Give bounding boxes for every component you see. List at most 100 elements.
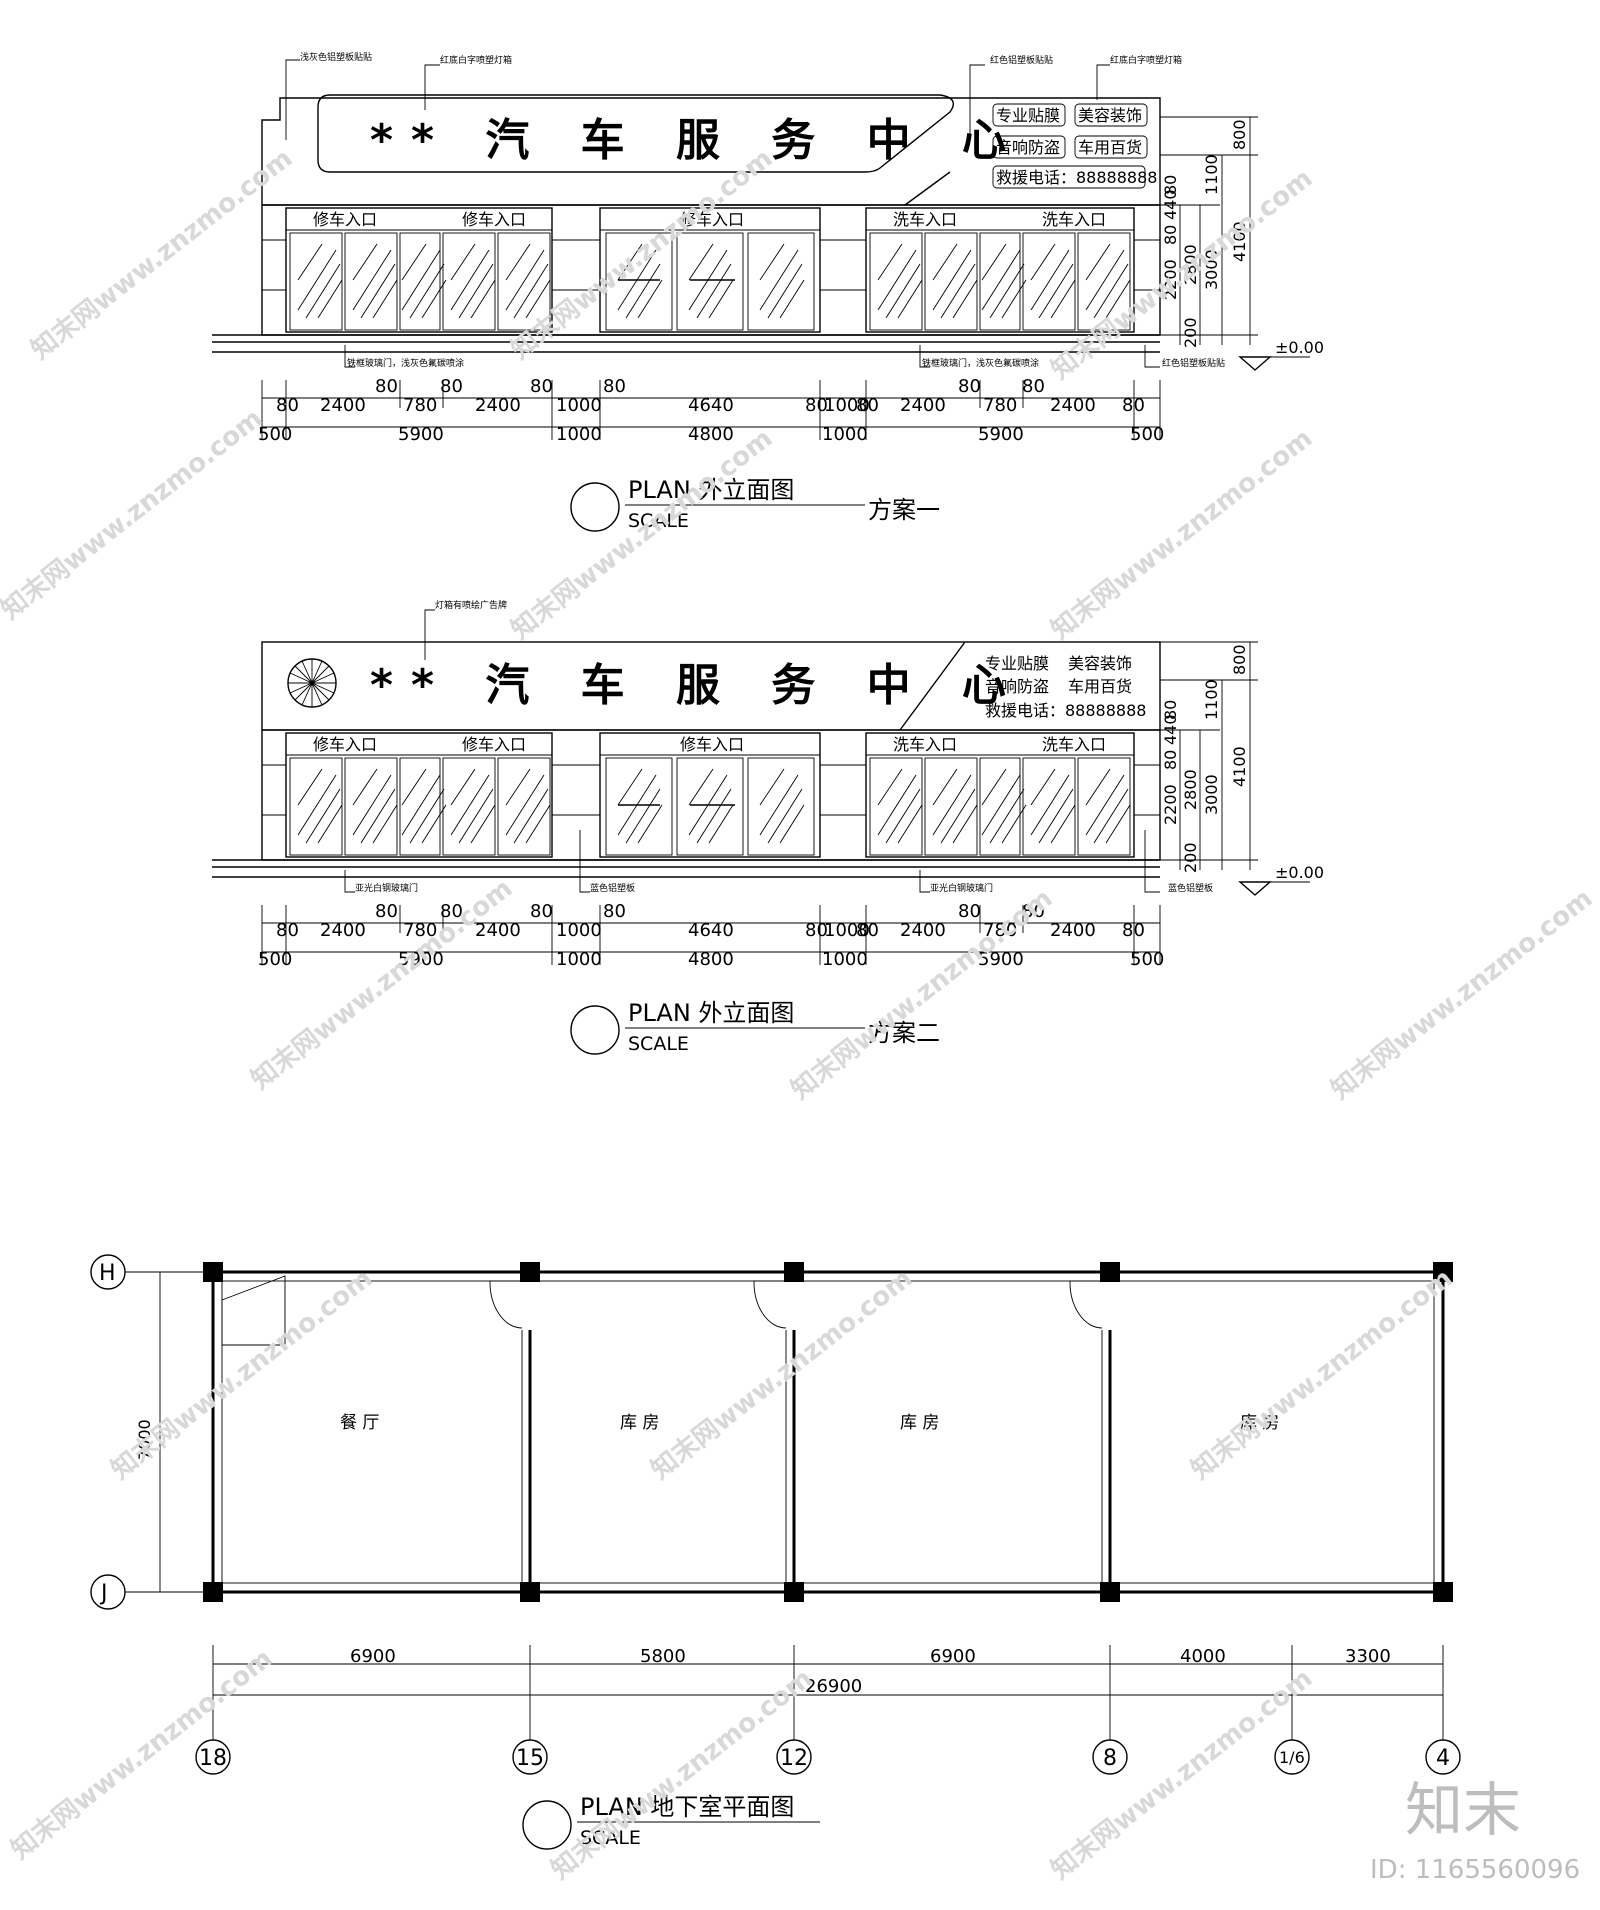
vdim2-3000: 3000 bbox=[1202, 774, 1221, 815]
service-2: 美容装饰 bbox=[1078, 106, 1142, 125]
watermark-1: 知末网www.znzmo.com bbox=[26, 143, 298, 365]
dim22-4800: 4800 bbox=[688, 949, 734, 970]
dim1-80g: 80 bbox=[856, 395, 879, 416]
dim2-5900a: 5900 bbox=[398, 424, 444, 445]
dim1-80a: 80 bbox=[276, 395, 299, 416]
dim21-80a: 80 bbox=[276, 920, 299, 941]
dim2-1000a: 1000 bbox=[556, 424, 602, 445]
title-2: PLAN 外立面图 bbox=[628, 999, 794, 1027]
dim2-500b: 500 bbox=[1130, 424, 1164, 445]
dim21-80j: 80 bbox=[1122, 920, 1145, 941]
entrance2-2: 修车入口 bbox=[462, 735, 526, 754]
entrance-2: 修车入口 bbox=[462, 210, 526, 229]
dim1-780b: 780 bbox=[983, 395, 1017, 416]
dim22-5900b: 5900 bbox=[978, 949, 1024, 970]
dim1-1000a: 1000 bbox=[556, 395, 602, 416]
bdim-6900a: 6900 bbox=[350, 1646, 396, 1667]
callout2-3: 亚光白钢玻璃门 bbox=[930, 882, 993, 894]
room-storage-3: 库 房 bbox=[1240, 1413, 1279, 1433]
dim2-500a: 500 bbox=[258, 424, 292, 445]
entrance2-3: 修车入口 bbox=[680, 735, 744, 754]
vdim-800: 800 bbox=[1230, 119, 1249, 150]
dim2-5900b: 5900 bbox=[978, 424, 1024, 445]
dim1-80f: 80 bbox=[805, 395, 828, 416]
vdim-80b: 80 bbox=[1161, 175, 1180, 195]
dim-7000: 7000 bbox=[135, 1419, 154, 1460]
watermark-4: 知末网www.znzmo.com bbox=[0, 403, 268, 625]
dim21-780a: 780 bbox=[403, 920, 437, 941]
vdim-440: 440 bbox=[1161, 189, 1180, 220]
dim22-500a: 500 bbox=[258, 949, 292, 970]
bdim-6900b: 6900 bbox=[930, 1646, 976, 1667]
dim22-1000b: 1000 bbox=[822, 949, 868, 970]
dim1-4640: 4640 bbox=[688, 395, 734, 416]
dim1-2400c: 2400 bbox=[900, 395, 946, 416]
title-3: PLAN 地下室平面图 bbox=[580, 1793, 794, 1821]
vdim2-800: 800 bbox=[1230, 644, 1249, 675]
dim21-80e: 80 bbox=[603, 901, 626, 922]
axis-8: 8 bbox=[1103, 1746, 1117, 1771]
dim21-80b: 80 bbox=[375, 901, 398, 922]
watermark-layer: 知末网www.znzmo.com 知末网www.znzmo.com 知末网www… bbox=[0, 143, 1598, 1885]
axis-1-6: 1/6 bbox=[1279, 1748, 1305, 1767]
dim21-1000a: 1000 bbox=[556, 920, 602, 941]
title-1: PLAN 外立面图 bbox=[628, 476, 794, 504]
dim21-80i: 80 bbox=[1022, 901, 1045, 922]
dim21-1000b: 1000 bbox=[824, 920, 870, 941]
dim1-80j: 80 bbox=[1122, 395, 1145, 416]
dim22-500b: 500 bbox=[1130, 949, 1164, 970]
callout-ad: 灯箱有喷绘广告牌 bbox=[435, 599, 507, 611]
dim1-80c: 80 bbox=[440, 376, 463, 397]
vdim-1100: 1100 bbox=[1202, 154, 1221, 195]
watermark-10: 知末网www.znzmo.com bbox=[106, 1263, 378, 1485]
service-4: 车用百货 bbox=[1078, 138, 1142, 157]
watermark-11: 知末网www.znzmo.com bbox=[646, 1263, 918, 1485]
level-mark-2: ±0.00 bbox=[1275, 863, 1324, 882]
dim21-4640: 4640 bbox=[688, 920, 734, 941]
dim1-2400a: 2400 bbox=[320, 395, 366, 416]
elevation-scheme-2: 灯箱有喷绘广告牌 ** 汽 车 服 务 中 心 专业贴膜 美容装饰 音响防盗 车… bbox=[212, 599, 1324, 1055]
vdim2-80: 80 bbox=[1161, 750, 1180, 770]
entrance2-1: 修车入口 bbox=[313, 735, 377, 754]
dim21-80h: 80 bbox=[958, 901, 981, 922]
watermark-13: 知末网www.znzmo.com bbox=[6, 1643, 278, 1865]
vdim-2800: 2800 bbox=[1181, 244, 1200, 285]
entrance-5: 洗车入口 bbox=[1042, 210, 1106, 229]
scale-3: SCALE bbox=[580, 1827, 641, 1849]
callout-5: 铁框玻璃门，浅灰色氟碳喷涂 bbox=[347, 357, 464, 369]
entrance-1: 修车入口 bbox=[313, 210, 377, 229]
axis-h: H bbox=[99, 1261, 116, 1286]
dim1-80h: 80 bbox=[958, 376, 981, 397]
vdim2-440: 440 bbox=[1161, 714, 1180, 745]
dim2-1000b: 1000 bbox=[822, 424, 868, 445]
dim1-1000b: 1000 bbox=[824, 395, 870, 416]
scale-1: SCALE bbox=[628, 510, 689, 532]
dim21-780b: 780 bbox=[983, 920, 1017, 941]
service-1: 专业贴膜 bbox=[996, 106, 1060, 125]
vdim-200: 200 bbox=[1181, 317, 1200, 348]
axis-j: J bbox=[99, 1581, 108, 1606]
sign-title-2: ** 汽 车 服 务 中 心 bbox=[370, 660, 1024, 711]
phone-2: 救援电话：88888888 bbox=[985, 701, 1146, 720]
dim21-2400a: 2400 bbox=[320, 920, 366, 941]
callout-2: 红底白字喷塑灯箱 bbox=[440, 54, 512, 66]
service2-3: 音响防盗 bbox=[985, 677, 1049, 696]
dim1-80b: 80 bbox=[375, 376, 398, 397]
dim21-80c: 80 bbox=[440, 901, 463, 922]
callout2-2: 蓝色铝塑板 bbox=[590, 882, 635, 894]
bdim-3300: 3300 bbox=[1345, 1646, 1391, 1667]
dim21-2400c: 2400 bbox=[900, 920, 946, 941]
dim2-4800: 4800 bbox=[688, 424, 734, 445]
vdim-2200: 2200 bbox=[1161, 259, 1180, 300]
callout-1: 浅灰色铝塑板贴贴 bbox=[300, 51, 372, 63]
callout2-4: 蓝色铝塑板 bbox=[1168, 882, 1213, 894]
callout-4: 红底白字喷塑灯箱 bbox=[1110, 54, 1182, 66]
watermark-14: 知末网www.znzmo.com bbox=[546, 1663, 818, 1885]
znzmo-logo: 知末 bbox=[1405, 1776, 1521, 1844]
sign-title: ** 汽 车 服 务 中 心 bbox=[370, 115, 1024, 166]
image-id: ID: 1165560096 bbox=[1370, 1855, 1580, 1885]
vdim2-4100: 4100 bbox=[1230, 746, 1249, 787]
room-storage-1: 库 房 bbox=[620, 1413, 659, 1433]
dim1-80i: 80 bbox=[1022, 376, 1045, 397]
